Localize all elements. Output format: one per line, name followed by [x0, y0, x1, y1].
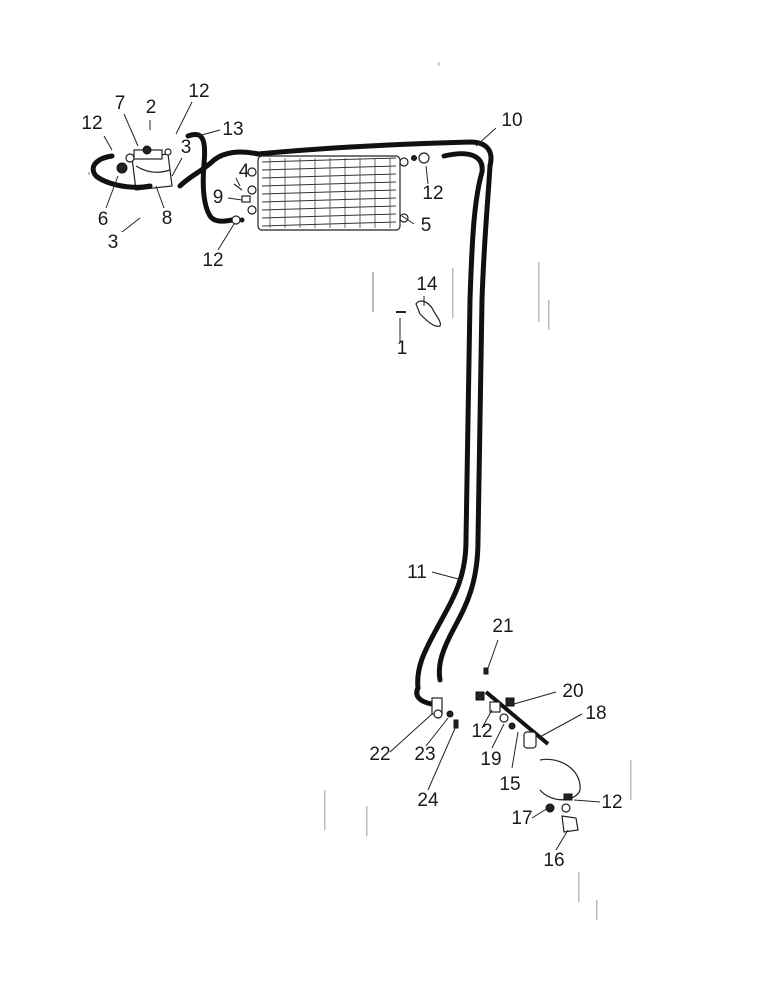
- hose-6: [90, 153, 153, 190]
- scan-noise: [88, 62, 632, 920]
- callout-12-top-left: 12: [81, 113, 102, 134]
- callout-9: 9: [213, 187, 224, 208]
- hose-13-loop: [185, 132, 235, 224]
- fittings-condenser-right: [411, 152, 430, 164]
- valve-assembly: [475, 667, 581, 801]
- bracket-14: [415, 300, 441, 327]
- callout-15: 15: [499, 774, 520, 795]
- fittings-condenser-left: [231, 183, 251, 225]
- callout-3-upper: 3: [181, 137, 192, 158]
- leader-lines: [103, 101, 601, 851]
- callout-12-valve: 12: [471, 721, 492, 742]
- callout-17: 17: [511, 808, 532, 829]
- callout-21: 21: [492, 616, 513, 637]
- callout-8: 8: [162, 208, 173, 229]
- callout-13: 13: [222, 119, 243, 140]
- callout-1: 1: [397, 338, 408, 359]
- callout-12-lower-left: 12: [202, 250, 223, 271]
- callout-16: 16: [543, 850, 564, 871]
- condenser-core: [247, 155, 409, 231]
- callout-18: 18: [585, 703, 606, 724]
- callout-10: 10: [501, 110, 522, 131]
- callout-4: 4: [239, 161, 250, 182]
- hose-13: [177, 149, 261, 189]
- callout-14: 14: [416, 274, 438, 295]
- callout-2: 2: [146, 97, 157, 118]
- callout-3-lower: 3: [108, 232, 119, 253]
- hose-top: [255, 139, 494, 169]
- lower-fittings-right: [545, 793, 579, 833]
- callout-5: 5: [421, 215, 432, 236]
- callout-11: 11: [407, 562, 427, 583]
- callout-7: 7: [115, 93, 126, 114]
- callout-12-right: 12: [422, 183, 443, 204]
- compressor-assembly: [116, 145, 173, 191]
- lower-fittings-left: [431, 697, 459, 729]
- callout-6: 6: [98, 209, 109, 230]
- callout-labels: 12 7 2 12 13 3 6 8 3 4 9 12 5 10 12 14 1…: [81, 81, 622, 871]
- hose-10: [415, 151, 485, 691]
- callout-24: 24: [417, 790, 439, 811]
- callout-22: 22: [369, 744, 390, 765]
- callout-20: 20: [562, 681, 583, 702]
- callout-23: 23: [414, 744, 435, 765]
- callout-12-top: 12: [188, 81, 209, 102]
- condenser-fins: [261, 157, 397, 227]
- callout-12-bottom-right: 12: [601, 792, 622, 813]
- hose-11-end: [414, 685, 435, 707]
- callout-19: 19: [480, 749, 501, 770]
- hose-11: [436, 163, 493, 683]
